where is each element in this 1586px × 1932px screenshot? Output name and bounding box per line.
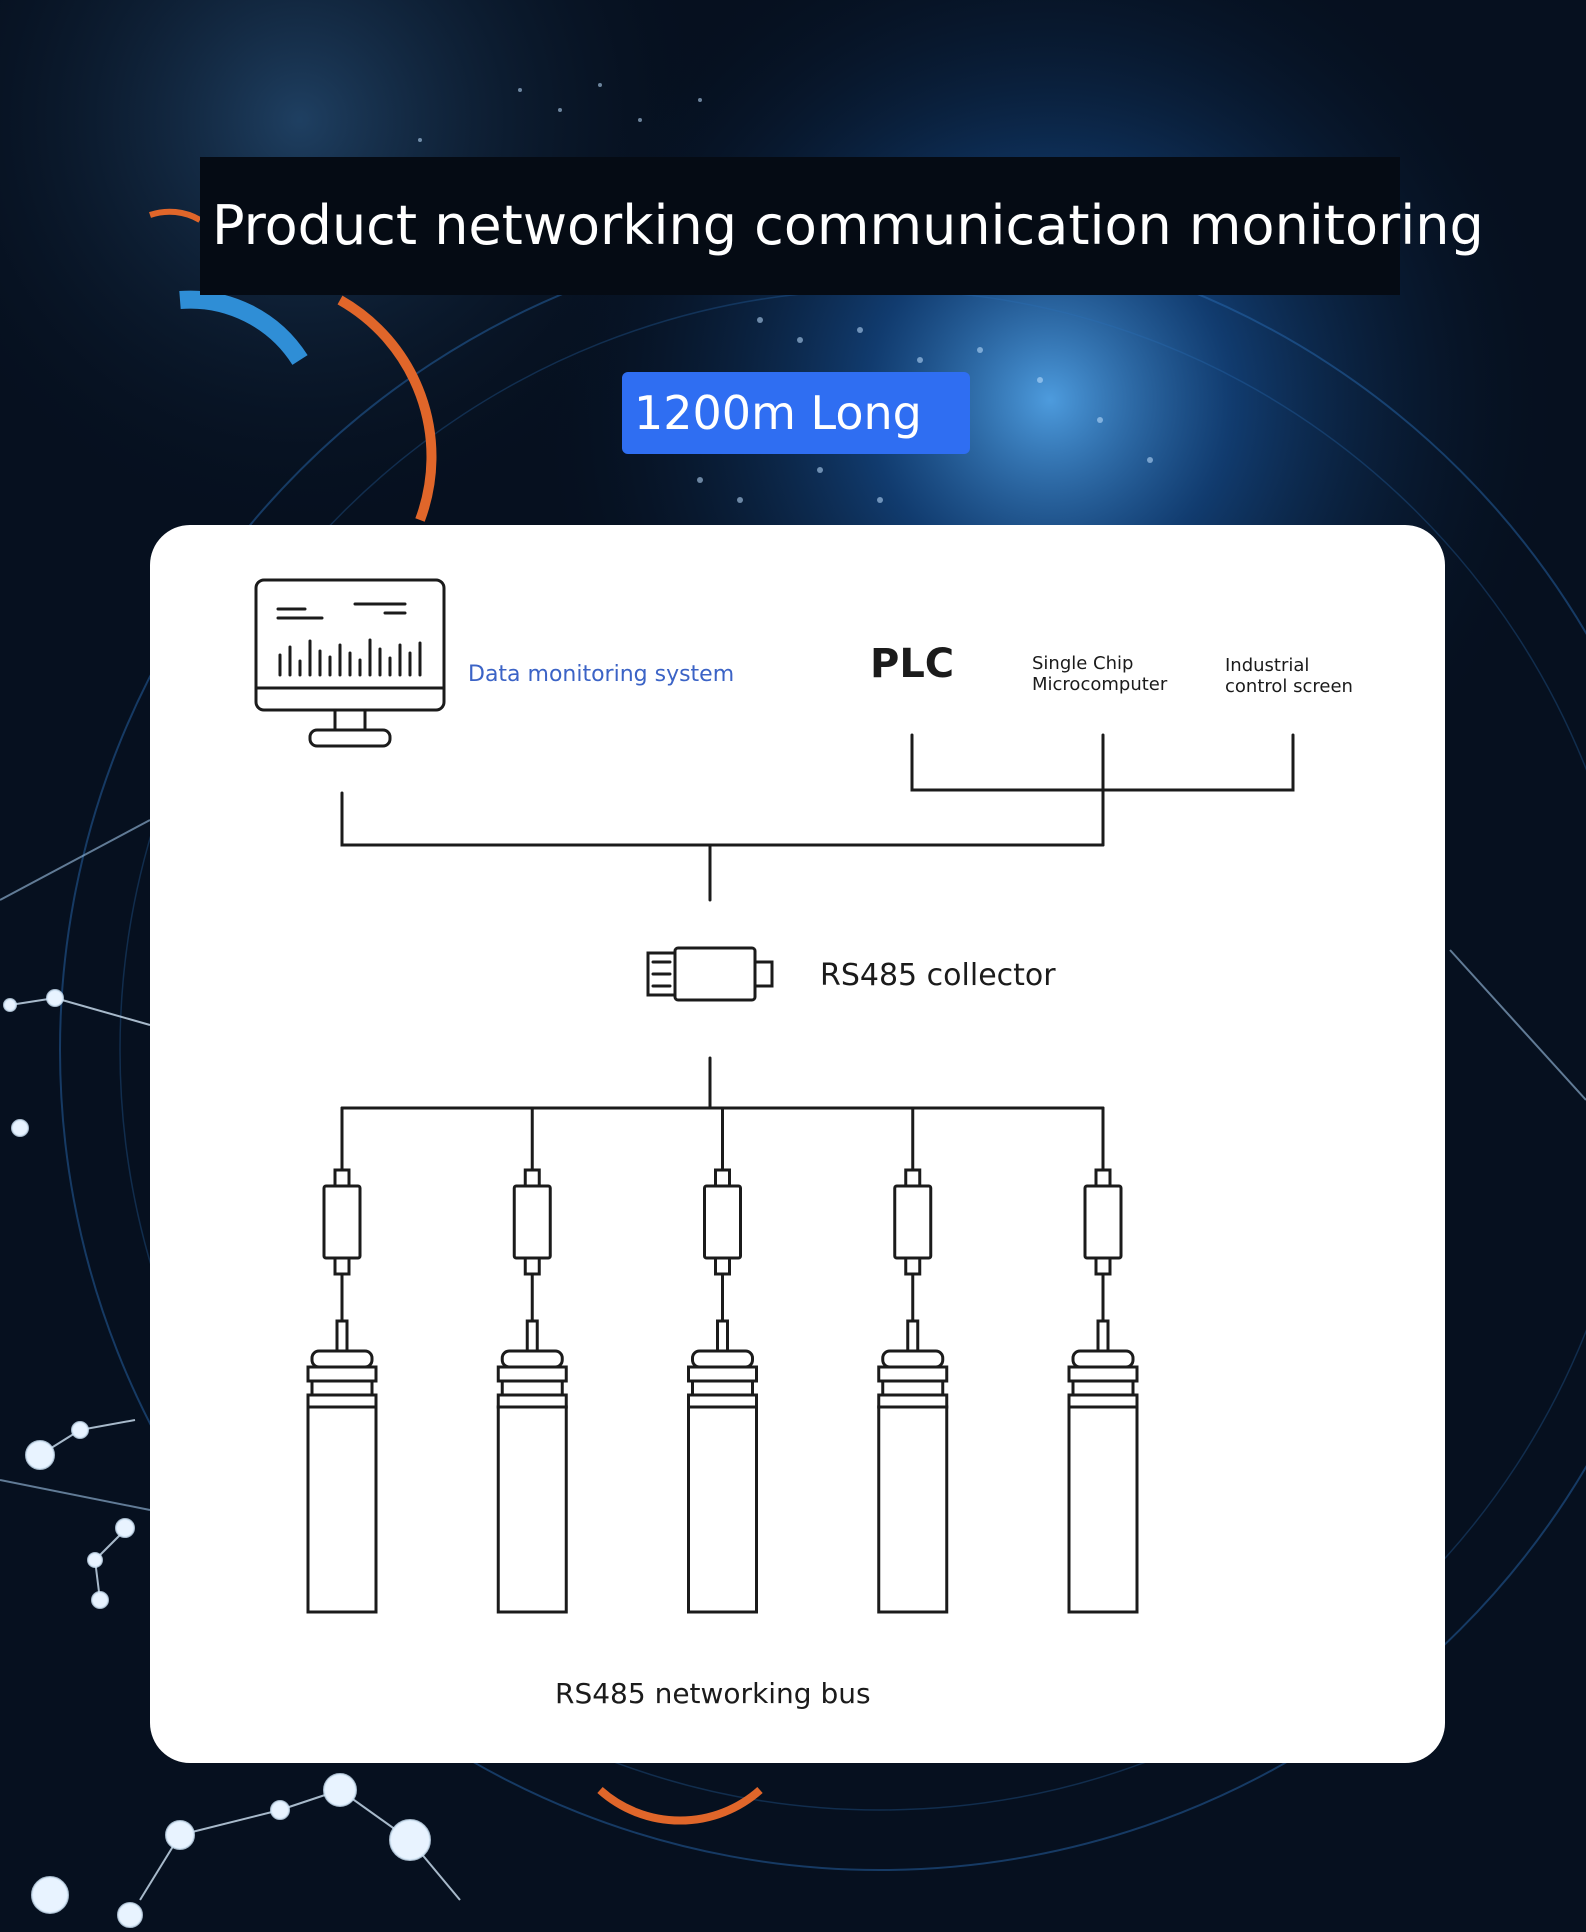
sensor-probe-icon — [496, 1106, 568, 1614]
page-title: Product networking communication monitor… — [200, 157, 1484, 295]
diagram-card: Data monitoring system PLC Single Chip M… — [150, 525, 1445, 1763]
scm-label-line2: Microcomputer — [1032, 674, 1168, 695]
monitor-chart-icon — [254, 578, 446, 748]
sensor-probe-icon — [687, 1106, 758, 1614]
network-diagram: Data monitoring system PLC Single Chip M… — [254, 578, 1353, 1710]
sensor-probe-icon — [877, 1106, 949, 1614]
scm-label-line1: Single Chip — [1032, 653, 1133, 674]
sensor-probe-icon — [1067, 1106, 1139, 1614]
plc-label: PLC — [870, 641, 954, 687]
ics-label-line2: control screen — [1225, 676, 1353, 697]
sensor-probe-icon — [306, 1106, 378, 1614]
distance-badge: 1200m Long — [622, 372, 970, 454]
collector-label: RS485 collector — [820, 958, 1056, 993]
rs485-collector-icon — [646, 946, 774, 1002]
bus-label: RS485 networking bus — [555, 1677, 871, 1710]
monitor-label: Data monitoring system — [468, 662, 734, 687]
ics-label-line1: Industrial — [1225, 655, 1309, 676]
